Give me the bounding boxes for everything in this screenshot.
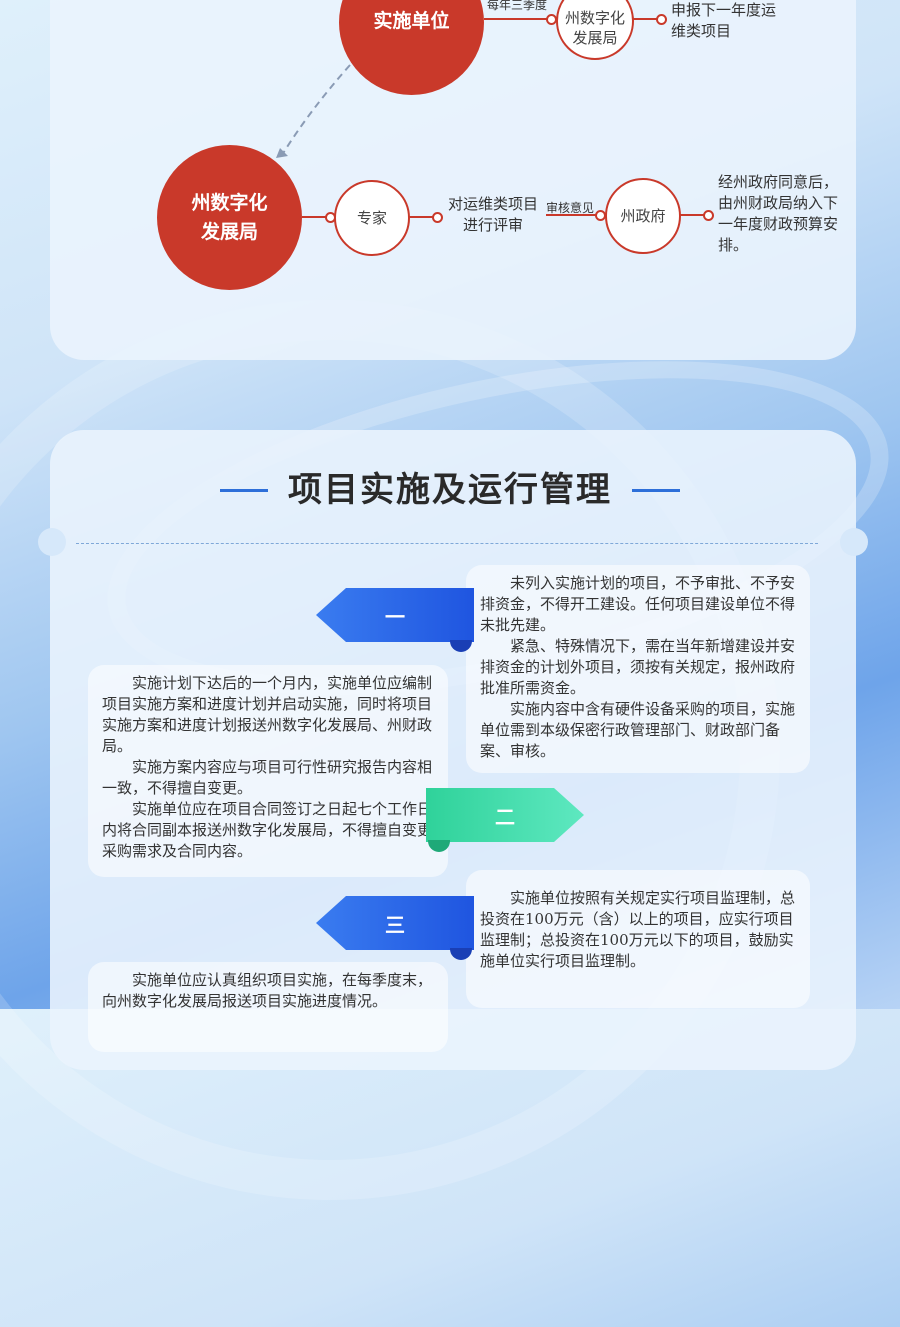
- quarter-label: 每年三季度: [487, 0, 548, 12]
- annual-report-text: 申报下一年度运维类项目: [671, 1, 777, 40]
- badge-fold: [450, 640, 472, 652]
- dashed-divider: [76, 543, 818, 544]
- panel4-paragraph: 实施单位应认真组织项目实施，在每季度末，向州数字化发展局报送项目实施进度情况。: [102, 971, 433, 1010]
- title-decoration-right: [632, 489, 680, 492]
- panel-item-2: 实施计划下达后的一个月内，实施单位应编制项目实施方案和进度计划并启动实施，同时将…: [88, 665, 448, 877]
- badge-three: 三: [316, 896, 474, 950]
- connector-line: [484, 18, 550, 20]
- panel2-paragraph: 实施计划下达后的一个月内，实施单位应编制项目实施方案和进度计划并启动实施，同时将…: [102, 674, 433, 755]
- connector-line: [632, 18, 660, 20]
- panel-item-3: 实施单位按照有关规定实行项目监理制，总投资在100万元（含）以上的项目，应实行项…: [466, 870, 810, 1008]
- card-notch-left: [38, 528, 66, 556]
- badge-two: 二: [426, 788, 584, 842]
- state-government-node: 州政府: [605, 178, 681, 254]
- card-notch-right: [840, 528, 868, 556]
- connector-line: [408, 216, 436, 218]
- review-text: 对运维类项目进行评审: [447, 195, 538, 234]
- expert-node: 专家: [334, 180, 410, 256]
- review-opinion-label: 审核意见: [546, 201, 595, 215]
- connector-dot: [656, 14, 667, 25]
- connector-line: [302, 216, 330, 218]
- title-decoration-left: [220, 489, 268, 492]
- dashed-arrow: [276, 64, 351, 158]
- badge-one: 一: [316, 588, 474, 642]
- connector-dot: [703, 210, 714, 221]
- panel1-paragraph: 紧急、特殊情况下，需在当年新增建设并安排资金的计划外项目，须按有关规定，报州政府…: [480, 637, 796, 697]
- badge-fold: [450, 948, 472, 960]
- digital-bureau-node-large: 州数字化发展局: [157, 145, 302, 290]
- panel2-paragraph: 实施单位应在项目合同签订之日起七个工作日内将合同副本报送州数字化发展局，不得擅自…: [102, 800, 433, 860]
- panel3-paragraph: 实施单位按照有关规定实行项目监理制，总投资在100万元（含）以上的项目，应实行项…: [480, 889, 796, 970]
- section-title: 项目实施及运行管理: [288, 470, 612, 510]
- budget-text: 经州政府同意后，由州财政局纳入下一年度财政预算安排。: [718, 173, 839, 254]
- connector-dot: [432, 212, 443, 223]
- panel1-paragraph: 未列入实施计划的项目，不予审批、不予安排资金，不得开工建设。任何项目建设单位不得…: [480, 574, 796, 634]
- connector-line: [546, 214, 600, 216]
- panel-item-4: 实施单位应认真组织项目实施，在每季度末，向州数字化发展局报送项目实施进度情况。: [88, 962, 448, 1052]
- panel1-paragraph: 实施内容中含有硬件设备采购的项目，实施单位需到本级保密行政管理部门、财政部门备案…: [480, 700, 796, 760]
- badge-fold: [428, 840, 450, 852]
- panel2-paragraph: 实施方案内容应与项目可行性研究报告内容相一致，不得擅自变更。: [102, 758, 433, 797]
- connector-line: [679, 214, 707, 216]
- panel-item-1: 未列入实施计划的项目，不予审批、不予安排资金，不得开工建设。任何项目建设单位不得…: [466, 565, 810, 773]
